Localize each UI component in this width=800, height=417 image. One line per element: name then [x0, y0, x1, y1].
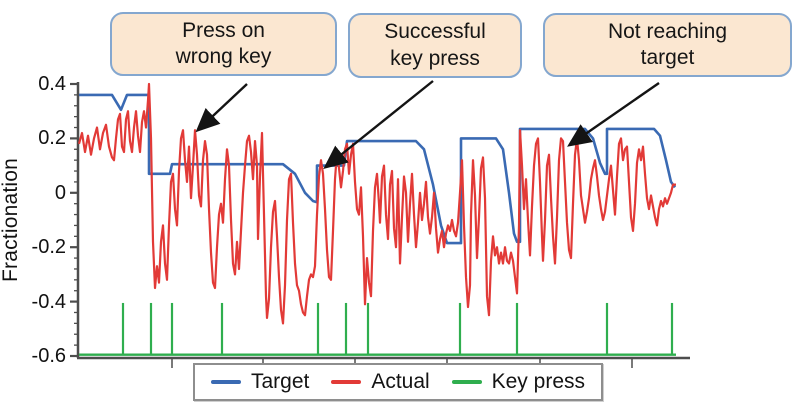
y-tick-label: -0.2 [31, 236, 66, 259]
annotation-arrow [323, 80, 434, 170]
legend-label: Target [251, 370, 310, 393]
legend-label: Key press [491, 370, 585, 393]
annotation-text-line: Press on [182, 18, 265, 42]
legend-item-target: Target [211, 370, 309, 394]
legend-item-actual: Actual [331, 370, 430, 394]
actual-line-swatch [331, 380, 362, 384]
keypress-line-swatch [451, 380, 482, 384]
annotation-press-on-wrong-key: Press on wrong key [110, 12, 337, 76]
annotation-successful-key-press: Successful key press [348, 13, 522, 78]
annotation-text-line: Not reaching [607, 19, 728, 43]
y-tick-label: 0 [54, 181, 66, 204]
chart-legend: Target Actual Key press [193, 363, 603, 401]
annotation-text-line: Successful [384, 20, 486, 44]
y-tick-label: 0.4 [38, 73, 66, 95]
annotation-arrow [195, 83, 248, 133]
y-tick-label: 0.2 [38, 127, 66, 150]
target-line [79, 93, 677, 245]
legend-label: Actual [371, 370, 430, 393]
annotation-text-line: key press [390, 46, 480, 70]
legend-item-keypress: Key press [451, 370, 585, 394]
target-line-swatch [211, 380, 241, 384]
annotation-not-reaching-target: Not reaching target [543, 13, 792, 77]
y-tick-label: -0.6 [31, 345, 66, 367]
annotation-text-line: target [640, 46, 695, 69]
annotation-arrow [567, 82, 660, 147]
annotation-text-line: wrong key [175, 45, 272, 68]
y-tick-label: -0.4 [31, 290, 66, 313]
actual-line [77, 82, 676, 325]
